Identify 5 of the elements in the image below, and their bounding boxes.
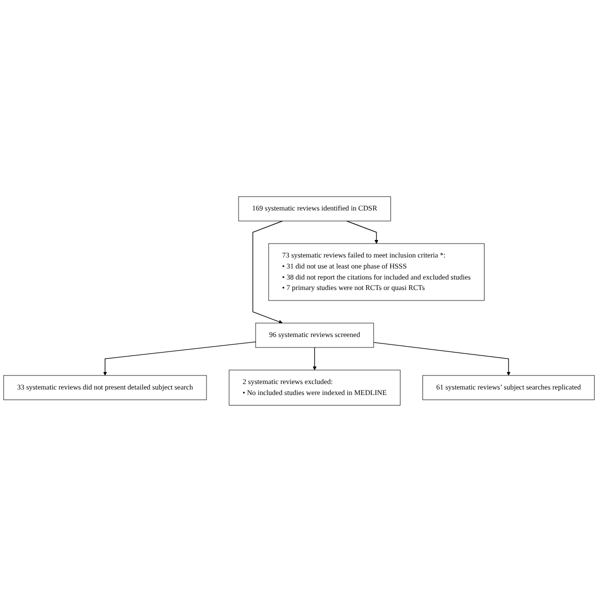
arrow — [346, 220, 378, 244]
arrow — [252, 220, 283, 324]
arrow — [103, 342, 256, 376]
arrow — [312, 347, 317, 370]
arrow — [373, 342, 511, 376]
